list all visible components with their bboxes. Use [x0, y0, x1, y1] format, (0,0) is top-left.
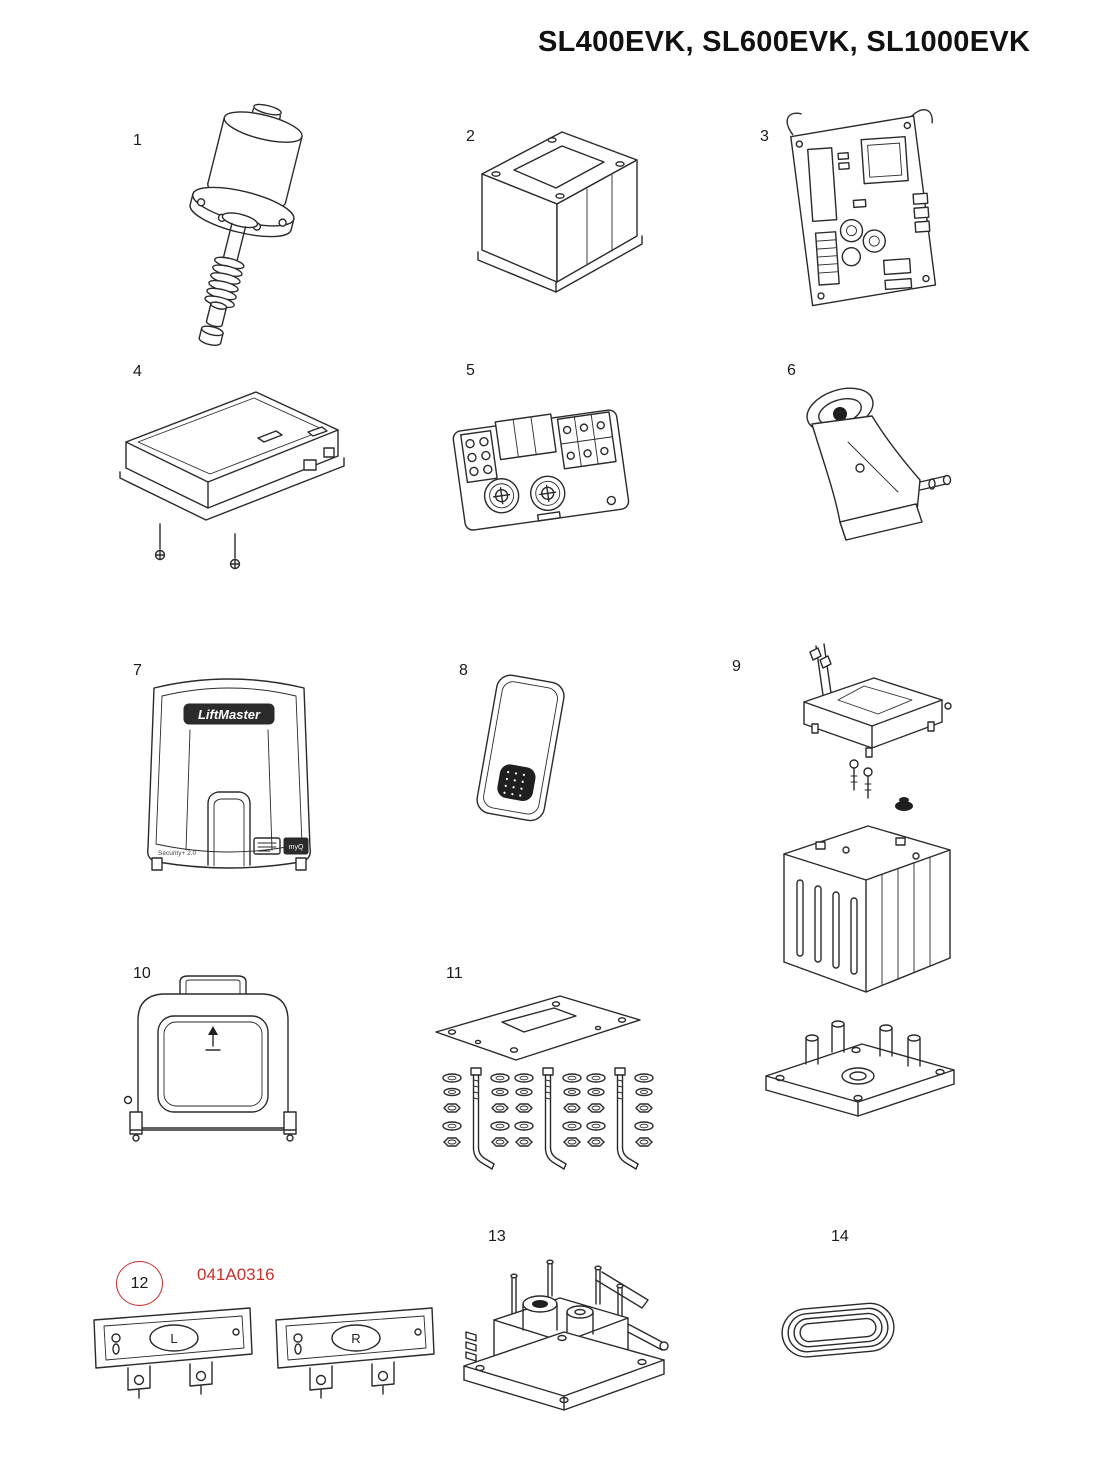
- part-11-number: 11: [446, 965, 463, 982]
- part-14-figure: [772, 1290, 907, 1370]
- part-6-figure: [788, 372, 968, 562]
- right-panel: R: [275, 1307, 435, 1399]
- right-panel-letter: R: [351, 1331, 360, 1346]
- motor-illustration: [189, 103, 303, 346]
- left-panel-letter: L: [170, 1331, 177, 1346]
- part-10-figure: [118, 972, 308, 1142]
- liftmaster-logo-text: LiftMaster: [198, 707, 261, 722]
- chassis-assembly-illustration: [765, 643, 955, 1117]
- part-11-figure: [418, 980, 658, 1180]
- part-5-number: 5: [466, 362, 475, 379]
- part-2-figure: [452, 112, 662, 297]
- part-4-figure: [108, 378, 348, 588]
- gasket-illustration: [781, 1302, 895, 1358]
- part-12-figure: L R: [90, 1292, 440, 1417]
- terminal-plate-illustration: [452, 409, 630, 531]
- part-7-number: 7: [133, 662, 142, 679]
- part-7-figure: LiftMaster Security+ 2.0 myQ: [124, 652, 334, 887]
- myq-badge-text: myQ: [289, 844, 304, 851]
- part-8-number: 8: [459, 662, 468, 679]
- anchor-bolts: [470, 1067, 639, 1170]
- part-5-figure: [436, 372, 646, 552]
- access-door-illustration: [476, 674, 565, 822]
- hardware-stacks: [442, 1073, 654, 1147]
- circuit-board-illustration: [786, 109, 937, 307]
- part-13-figure: [452, 1238, 677, 1423]
- box-cover-illustration: [119, 391, 345, 570]
- front-cover-illustration: LiftMaster Security+ 2.0 myQ: [147, 678, 311, 871]
- part-1-number: 1: [133, 132, 142, 149]
- part-3-figure: [768, 102, 953, 317]
- part-3-number: 3: [760, 128, 769, 145]
- part-8-figure: [456, 666, 586, 836]
- part-13-number: 13: [488, 1228, 506, 1245]
- part-2-number: 2: [466, 128, 475, 145]
- security-label-text: Security+ 2.0: [158, 850, 197, 857]
- part-14-number: 14: [831, 1228, 849, 1245]
- left-panel: L: [93, 1307, 253, 1399]
- part-12-part-number: 041A0316: [197, 1265, 275, 1284]
- rail-covers-illustration: L R: [93, 1307, 435, 1399]
- transformer-illustration: [477, 131, 643, 293]
- part-9-number: 9: [732, 658, 741, 675]
- part-10-number: 10: [133, 965, 151, 982]
- part-12-number: 12: [130, 1274, 149, 1292]
- part-12-highlight-circle: 12: [116, 1261, 163, 1306]
- part-4-number: 4: [133, 363, 142, 380]
- page-title: SL400EVK, SL600EVK, SL1000EVK: [538, 26, 1031, 58]
- part-6-number: 6: [787, 362, 796, 379]
- mounting-plate-hardware-illustration: [435, 995, 654, 1170]
- part-9-figure: [746, 640, 976, 1140]
- gearbox-base-illustration: [463, 1259, 669, 1411]
- bracket-illustration: [806, 387, 952, 541]
- frame-bracket-illustration: [123, 975, 297, 1142]
- part-1-figure: [158, 98, 318, 358]
